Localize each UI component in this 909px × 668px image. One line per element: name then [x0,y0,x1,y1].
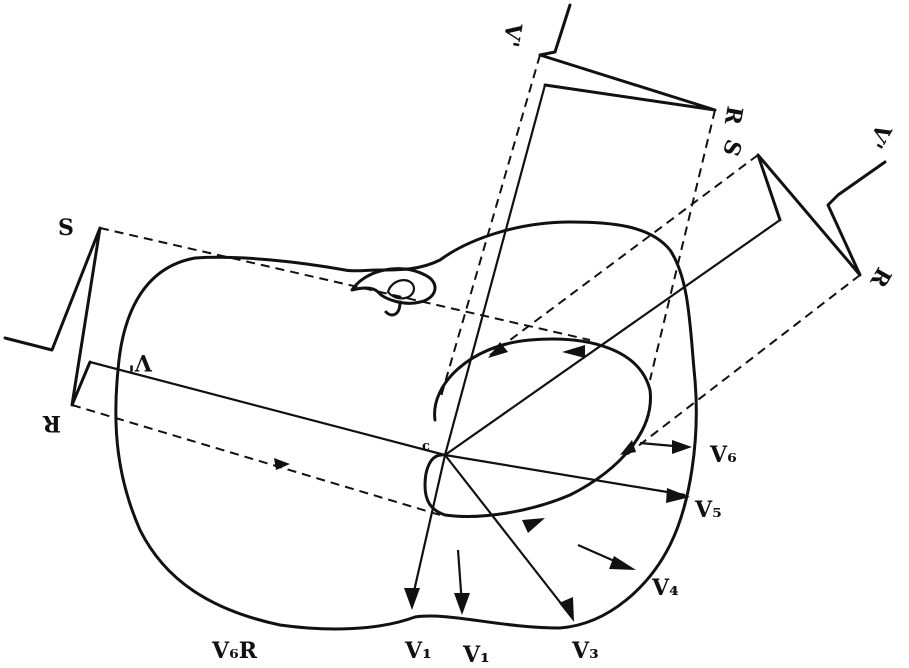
top-qrs-complex [538,3,717,112]
label-v6-right: V₆ [709,442,737,468]
label-r-left: R [42,410,61,436]
label-v1-bottom: V₁ [404,638,432,664]
label-v6r-bottom: V₆R [211,638,258,664]
projection-lines [71,54,861,516]
chest-outline [114,220,698,631]
label-v2-bottom: V₁ [462,642,490,668]
label-r-top: R [719,104,748,127]
right-qrs-complex [756,153,887,277]
label-v1-top: V' [497,20,527,49]
left-qrs-complex [3,226,102,407]
direction-arrows [274,342,692,622]
label-v4-right: V₄ [651,575,679,601]
vector-loop [423,337,652,518]
label-v-right-top: V' [862,118,897,152]
label-v5-right: V₅ [694,497,722,523]
lead-axes [89,84,781,616]
label-s-top-right: S [717,136,747,160]
label-v1-left: V' [128,349,153,375]
label-center: c [422,439,430,454]
label-r-right: R [864,263,896,292]
vertebra-shape [350,267,437,317]
label-v3-bottom: V₃ [571,638,599,664]
label-s-left: S [58,215,74,241]
